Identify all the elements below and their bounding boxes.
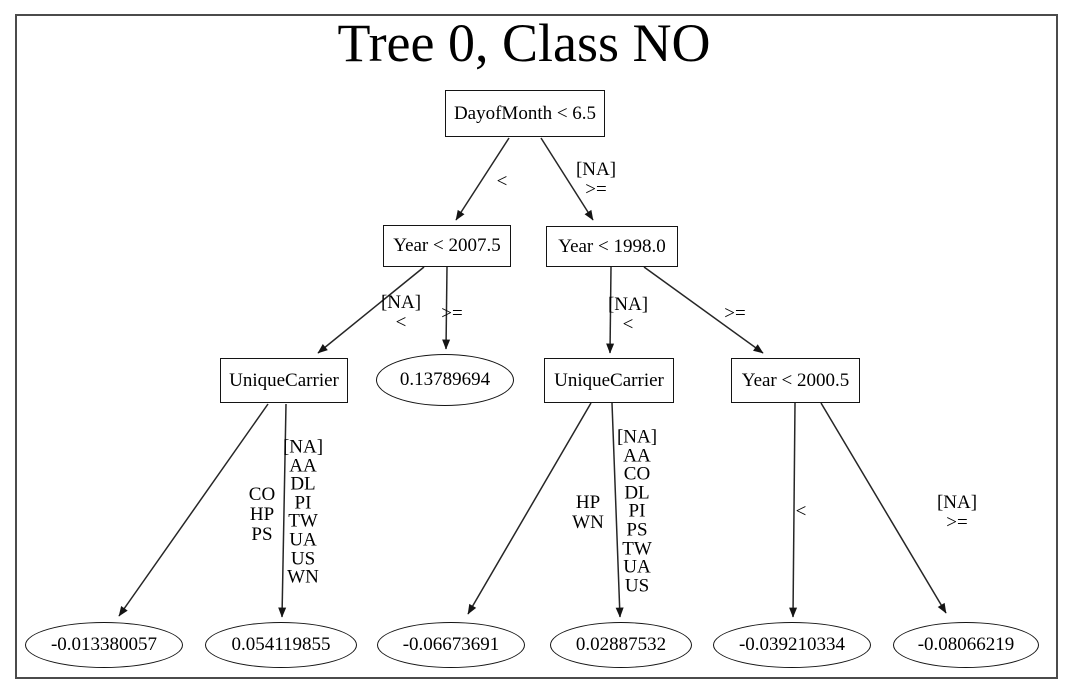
leaf-1: -0.013380057: [25, 622, 183, 668]
leaf-6: -0.08066219: [893, 622, 1039, 668]
edge-year2000-to-leaf6: [820, 402, 947, 614]
leaf-value-mid-label: 0.13789694: [399, 369, 491, 390]
edge-year2007-to-value: [442, 266, 451, 350]
edge-label-year2007-left: [NA] <: [380, 292, 422, 333]
edge-root-to-year1998: [540, 137, 594, 221]
node-year-2007: Year < 2007.5: [383, 225, 511, 267]
node-year-2000-label: Year < 2000.5: [741, 369, 850, 391]
leaf-6-label: -0.08066219: [917, 634, 1015, 655]
leaf-5-label: -0.039210334: [738, 634, 846, 655]
edge-year2000-to-leaf5: [789, 402, 798, 618]
node-unique-carrier-left: UniqueCarrier: [220, 358, 348, 403]
leaf-value-mid: 0.13789694: [376, 354, 514, 406]
leaf-2-label: 0.054119855: [231, 634, 331, 655]
leaf-1-label: -0.013380057: [50, 634, 158, 655]
edge-year1998-to-carrier: [606, 266, 615, 354]
edge-carrier2-to-leaf4: [611, 402, 624, 618]
edge-label-year2007-right: >=: [441, 303, 463, 324]
leaf-2: 0.054119855: [205, 622, 357, 668]
edge-label-root-left: <: [496, 171, 508, 192]
plot-title: Tree 0, Class NO: [337, 13, 711, 73]
node-year-1998: Year < 1998.0: [546, 226, 678, 267]
node-unique-carrier-mid: UniqueCarrier: [544, 358, 674, 403]
plot-border: [15, 14, 1058, 679]
edge-label-carrier2-left: HP WN: [572, 492, 604, 533]
edge-year1998-to-year2000: [643, 266, 764, 354]
leaf-5: -0.039210334: [713, 622, 871, 668]
edge-carrier1-to-leaf1: [118, 403, 269, 617]
edge-label-year1998-right: >=: [724, 303, 746, 324]
node-year-2007-label: Year < 2007.5: [393, 235, 501, 256]
leaf-3-label: -0.06673691: [402, 634, 500, 655]
leaf-4-label: 0.02887532: [575, 634, 667, 655]
edge-label-carrier2-right: [NA] AA CO DL PI PS TW UA US: [616, 426, 658, 597]
edge-carrier1-to-leaf2: [278, 403, 287, 618]
node-root-label: DayofMonth < 6.5: [453, 102, 597, 124]
node-unique-carrier-mid-label: UniqueCarrier: [554, 369, 664, 391]
node-unique-carrier-left-label: UniqueCarrier: [229, 369, 339, 391]
edge-root-to-year2007: [455, 137, 510, 221]
edge-label-root-right: [NA] >=: [575, 159, 617, 200]
leaf-3: -0.06673691: [377, 622, 525, 668]
leaf-4: 0.02887532: [550, 622, 692, 668]
node-year-1998-label: Year < 1998.0: [558, 235, 666, 257]
node-root: DayofMonth < 6.5: [445, 90, 605, 137]
edge-label-year1998-left: [NA] <: [607, 294, 649, 335]
edge-label-carrier1-right: [NA] AA DL PI TW UA US WN: [282, 436, 324, 588]
node-year-2000: Year < 2000.5: [731, 358, 860, 403]
edge-label-carrier1-left: CO HP PS: [248, 484, 276, 545]
edge-label-year2000-left: <: [795, 501, 807, 522]
edge-label-year2000-right: [NA] >=: [936, 492, 978, 533]
edge-carrier2-to-leaf3: [467, 402, 592, 615]
edge-year2007-to-carrier: [317, 266, 425, 354]
